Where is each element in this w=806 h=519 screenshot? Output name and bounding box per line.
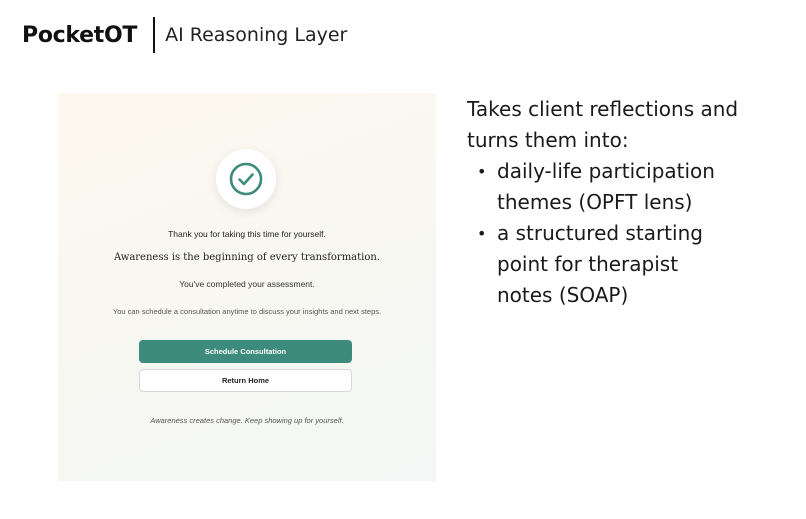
check-circle-icon bbox=[216, 149, 276, 209]
brand-subtitle: AI Reasoning Layer bbox=[165, 24, 348, 46]
description-intro: Takes client reflections and turns them … bbox=[467, 97, 739, 152]
description-bullet: • daily-life participation themes (OPFT … bbox=[467, 156, 727, 218]
bullet-text: daily-life participation themes (OPFT le… bbox=[497, 159, 715, 214]
thanks-message: Thank you for taking this time for yours… bbox=[168, 229, 326, 239]
schedule-info-text: You can schedule a consultation anytime … bbox=[112, 307, 382, 316]
brand-logo: PocketOT bbox=[22, 22, 138, 48]
return-home-button[interactable]: Return Home bbox=[139, 369, 352, 392]
check-icon bbox=[229, 162, 263, 196]
quote-text: Awareness is the beginning of every tran… bbox=[113, 252, 380, 263]
completion-message: You've completed your assessment. bbox=[179, 279, 315, 289]
brand-divider bbox=[153, 17, 156, 53]
schedule-consultation-button[interactable]: Schedule Consultation bbox=[139, 340, 352, 363]
bullet-text: a structured starting point for therapis… bbox=[497, 221, 703, 307]
description-list: • daily-life participation themes (OPFT … bbox=[467, 156, 787, 311]
bullet-dot: • bbox=[477, 224, 487, 243]
footer-message: Awareness creates change. Keep showing u… bbox=[150, 416, 344, 425]
description-block: Takes client reflections and turns them … bbox=[467, 94, 787, 311]
brand-header: PocketOT AI Reasoning Layer bbox=[22, 16, 347, 54]
description-bullet: • a structured starting point for therap… bbox=[467, 218, 727, 311]
app-screenshot-panel: Thank you for taking this time for yours… bbox=[58, 93, 436, 481]
bullet-dot: • bbox=[477, 162, 487, 181]
